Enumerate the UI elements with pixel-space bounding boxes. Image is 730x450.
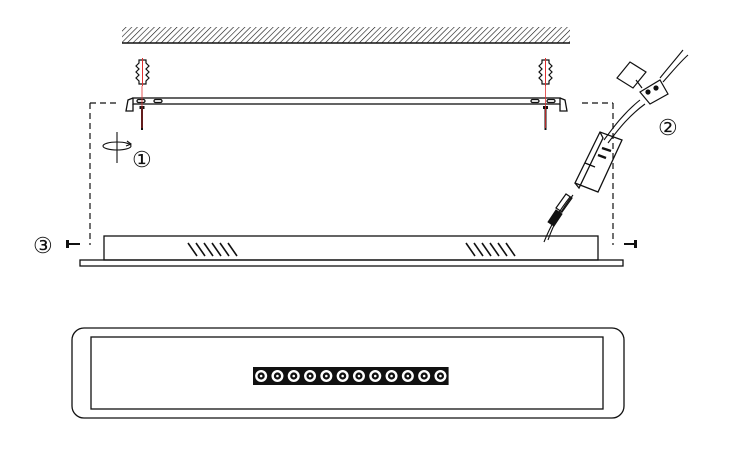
vent-slots-right [465, 242, 516, 257]
led-icon [351, 369, 366, 383]
junction-box-icon [616, 61, 669, 105]
placement-outline [89, 102, 614, 245]
power-cable [543, 49, 689, 243]
led-icon [433, 369, 448, 383]
mounting-bracket [125, 97, 568, 112]
screw-icon [66, 240, 80, 248]
led-icon [286, 369, 301, 383]
luminaire-side-view [79, 235, 624, 267]
led-icon [417, 369, 432, 383]
led-icon [384, 369, 399, 383]
led-icon [319, 369, 334, 383]
led-strip [253, 367, 449, 385]
wall-anchor-icon [538, 58, 553, 86]
step-1-label: ① [132, 148, 152, 173]
led-icon [270, 369, 285, 383]
wall-anchor-icon [135, 58, 150, 86]
led-strip-frame [253, 367, 449, 385]
vent-slots-left [187, 242, 238, 257]
led-icon [368, 369, 383, 383]
led-driver-icon [574, 131, 623, 193]
screw-icon [139, 86, 145, 130]
ceiling [122, 27, 570, 44]
step-3-label: ③ [33, 234, 53, 259]
led-icon [254, 369, 269, 383]
screw-icon [624, 240, 637, 248]
step-2-label: ② [658, 116, 678, 141]
luminaire-front-view [71, 327, 625, 419]
led-icon [335, 369, 350, 383]
connector [547, 193, 573, 227]
rotate-screwdriver-icon [102, 132, 133, 163]
led-icon [400, 369, 415, 383]
screw-icon [543, 86, 548, 130]
led-icon [303, 369, 318, 383]
